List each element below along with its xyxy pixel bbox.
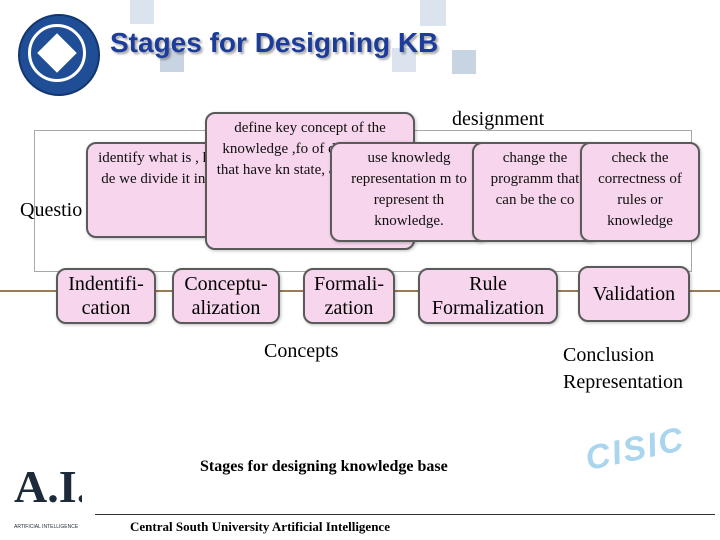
university-logo bbox=[18, 14, 100, 96]
slide-title: Stages for Designing KB bbox=[110, 27, 439, 58]
diagram-caption: Stages for designing knowledge base bbox=[200, 458, 448, 475]
stage-identification: Indentifi- cation bbox=[56, 268, 156, 324]
stage-rule-formalization: Rule Formalization bbox=[418, 268, 558, 324]
check-correctness-box: check the correctness of rules or knowle… bbox=[580, 142, 700, 242]
footer-divider bbox=[95, 514, 715, 515]
ai-logo: A.I. ARTIFICIAL INTELLIGENCE bbox=[14, 461, 82, 530]
stage-validation: Validation bbox=[578, 266, 690, 322]
deco-square bbox=[160, 48, 184, 72]
conclusion-text: Conclusion Representation bbox=[563, 344, 683, 393]
concepts-label: Concepts bbox=[264, 340, 339, 362]
ai-logo-sub: ARTIFICIAL INTELLIGENCE bbox=[14, 524, 79, 530]
cisic-logo: CISIC bbox=[582, 419, 689, 479]
designment-text: designment bbox=[452, 108, 545, 130]
question-text: Questio bbox=[20, 199, 83, 221]
use-knowledge-box: use knowledg representation m to represe… bbox=[330, 142, 488, 242]
deco-square bbox=[420, 0, 446, 26]
change-program-box: change the programm that can be the co bbox=[472, 142, 598, 242]
footer-text: Central South University Artificial Inte… bbox=[130, 519, 390, 534]
deco-square bbox=[452, 50, 476, 74]
deco-square bbox=[130, 0, 154, 24]
conclusion-label: Conclusion Representation bbox=[563, 342, 713, 396]
ai-logo-mark: A.I. bbox=[14, 461, 82, 512]
deco-square bbox=[392, 48, 416, 72]
stage-formalization: Formali- zation bbox=[303, 268, 395, 324]
logo-ring bbox=[28, 24, 86, 82]
stage-conceptualization: Conceptu- alization bbox=[172, 268, 280, 324]
